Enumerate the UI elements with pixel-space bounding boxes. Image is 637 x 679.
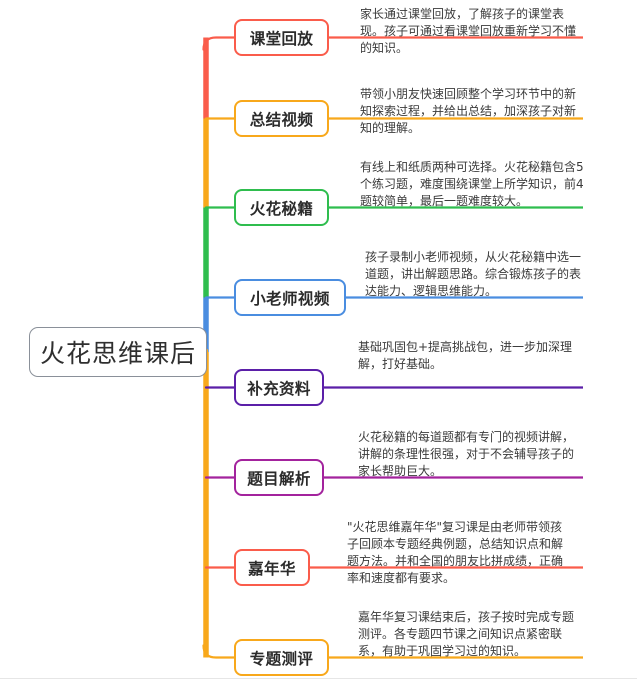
branch-node-6[interactable]: 嘉年华: [234, 549, 310, 586]
branch-description-5: 火花秘籍的每道题都有专门的视频讲解，讲解的条理性很强，对于不会辅导孩子的家长帮助…: [358, 430, 575, 478]
branch-node-2[interactable]: 火花秘籍: [234, 189, 329, 226]
branch-description-6: "火花思维嘉年华"复习课是由老师带领孩子回顾本专题经典例题，总结知识点和解题方法…: [347, 520, 564, 585]
branch-node-label-6: 嘉年华: [248, 559, 296, 578]
branch-description-0: 家长通过课堂回放，了解孩子的课堂表现。孩子可通过看课堂回放重新学习不懂的知识。: [360, 7, 577, 55]
branch-node-label-3: 小老师视频: [250, 289, 330, 308]
branch-description-1: 带领小朋友快速回顾整个学习环节中的新知探索过程，并给出总结，加深孩子对新知的理解…: [360, 87, 577, 135]
branch-node-7[interactable]: 专题测评: [234, 639, 329, 676]
branch-node-label-2: 火花秘籍: [249, 199, 314, 218]
branch-description-2: 有线上和纸质两种可选择。火花秘籍包含5个练习题，难度围绕课堂上所学知识，前4题较…: [360, 160, 584, 208]
branch-node-4[interactable]: 补充资料: [234, 369, 324, 406]
branch-node-label-0: 课堂回放: [249, 29, 314, 48]
branch-connector-0: [202, 36, 236, 51]
branch-description-3: 孩子录制小老师视频，从火花秘籍中选一道题，讲出解题思路。综合锻炼孩子的表达能力、…: [365, 250, 582, 298]
branch-description-4: 基础巩固包+提高挑战包，进一步加深理解，打好基础。: [358, 340, 573, 371]
branch-node-5[interactable]: 题目解析: [234, 459, 324, 496]
root-node[interactable]: 火花思维课后: [29, 327, 207, 377]
branch-node-0[interactable]: 课堂回放: [234, 19, 329, 56]
branch-node-3[interactable]: 小老师视频: [234, 279, 346, 316]
branch-description-7: 嘉年华复习课结束后，孩子按时完成专题测评。各专题四节课之间知识点紧密联系，有助于…: [358, 610, 575, 658]
branch-node-label-5: 题目解析: [247, 469, 311, 488]
branch-node-label-1: 总结视频: [249, 110, 314, 129]
root-node-label: 火花思维课后: [39, 339, 196, 368]
branch-connector-7: [202, 644, 236, 659]
branch-node-label-7: 专题测评: [249, 649, 314, 668]
branch-node-label-4: 补充资料: [247, 379, 311, 398]
branch-node-1[interactable]: 总结视频: [234, 100, 329, 137]
